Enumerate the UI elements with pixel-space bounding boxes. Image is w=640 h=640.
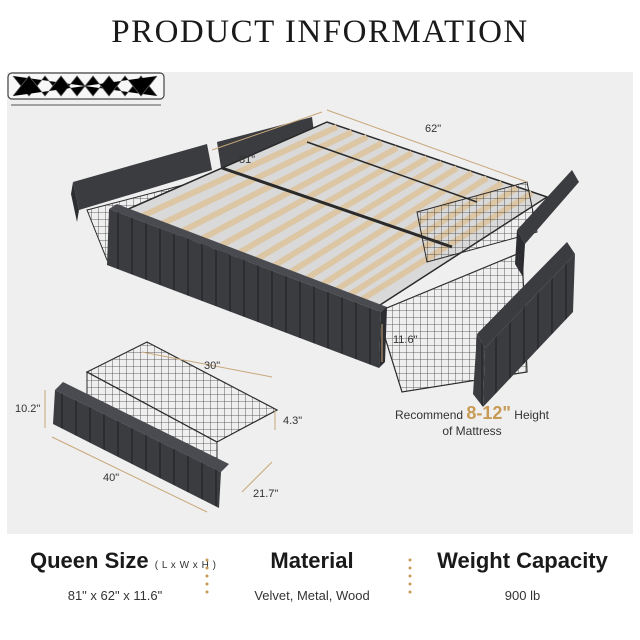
bed-frame-illustration: 62" 81" 11.6" 30" 10.2" 4.3" 40" 21.7" — [15, 109, 579, 513]
mattress-recommendation: Recommend 8-12" Height of Mattress — [372, 403, 572, 439]
back-panel-left — [71, 144, 212, 222]
mattress-icon — [7, 72, 165, 106]
spec-size-title: Queen Size — [30, 548, 149, 573]
drawer-front-height-label: 10.2" — [15, 403, 40, 415]
height-dimension-label: 11.6" — [393, 334, 418, 346]
length-dimension-label: 81" — [239, 154, 255, 166]
right-drawer-front — [473, 242, 575, 407]
standalone-drawer — [53, 341, 279, 508]
back-panel-right — [217, 117, 315, 168]
spec-size-value: 81" x 62" x 11.6" — [67, 588, 163, 603]
drawer-length-label: 40" — [103, 472, 119, 484]
width-dimension-label: 62" — [425, 123, 441, 135]
slat-platform — [114, 121, 549, 318]
product-illustration-panel: 62" 81" 11.6" 30" 10.2" 4.3" 40" 21.7" — [7, 72, 633, 534]
spec-weight-title: Weight Capacity — [437, 548, 608, 573]
recommend-line2: of Mattress — [442, 424, 502, 438]
divider-dots-1 — [205, 558, 209, 594]
spec-material: Material Velvet, Metal, Wood — [232, 548, 392, 603]
spec-weight: Weight Capacity 900 lb — [415, 548, 630, 603]
spec-material-value: Velvet, Metal, Wood — [254, 588, 370, 603]
spec-size-sub: ( L x W x H ) — [154, 560, 217, 571]
front-side-rail — [107, 204, 387, 368]
drawer-basket-height-label: 4.3" — [283, 415, 302, 427]
page-title: PRODUCT INFORMATION — [111, 14, 529, 50]
recommend-suffix: Height — [514, 408, 549, 422]
spec-material-title: Material — [270, 548, 354, 573]
recommend-range: 8-12" — [466, 403, 511, 423]
drawer-depth-label: 30" — [204, 360, 220, 372]
recommend-prefix: Recommend — [395, 408, 464, 422]
divider-dots-2 — [408, 558, 412, 594]
spec-size: Queen Size ( L x W x H ) 81" x 62" x 11.… — [30, 548, 216, 603]
spec-weight-value: 900 lb — [504, 588, 541, 603]
drawer-width-label: 21.7" — [253, 488, 278, 500]
